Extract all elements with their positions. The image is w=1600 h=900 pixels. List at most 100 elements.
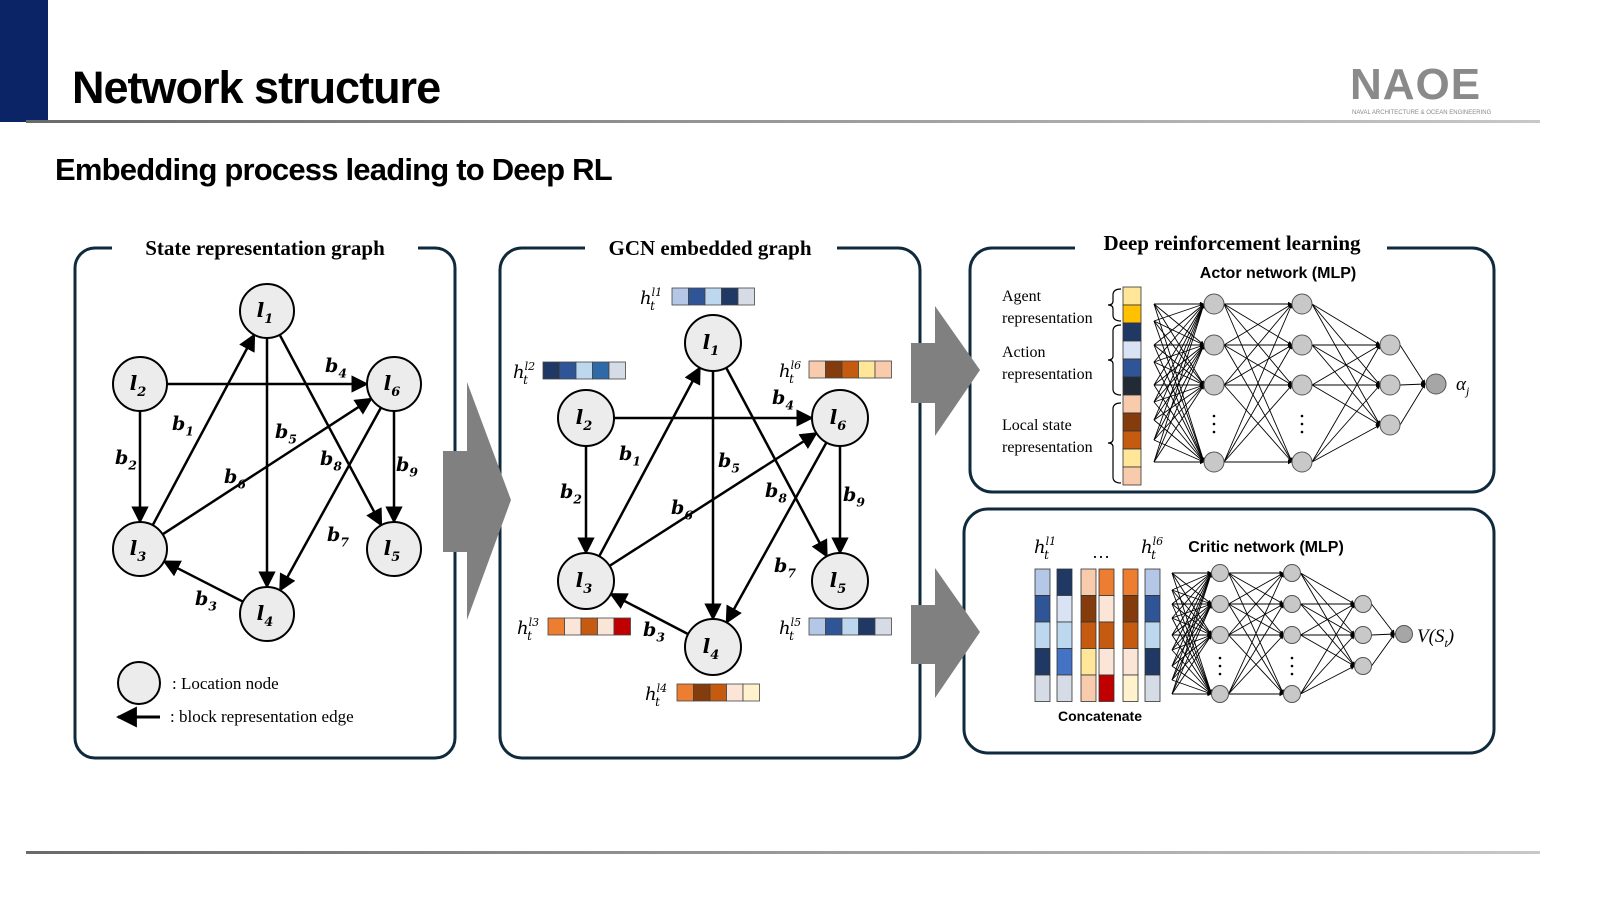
neuron: [1203, 374, 1225, 396]
connection: [1300, 634, 1355, 695]
neuron: [1379, 334, 1401, 356]
neuron: [1354, 595, 1372, 613]
state-edge-b1: [151, 333, 256, 526]
concat-cell: [1144, 621, 1161, 649]
neuron: [1291, 374, 1313, 396]
legend-node-icon: [117, 661, 161, 705]
embedding-l2-cell: [575, 361, 593, 380]
connection: [1171, 679, 1212, 695]
page-title: Network structure: [72, 62, 441, 113]
concat-cell: [1056, 621, 1073, 649]
gcn-node-label-l6: l6: [830, 405, 847, 434]
concat-column: [1056, 568, 1073, 702]
neuron: [1203, 451, 1225, 473]
connection: [1223, 344, 1293, 386]
connection: [1223, 384, 1293, 463]
actor-input-cell: [1122, 466, 1142, 486]
embedding-l4-cell: [693, 683, 711, 702]
connection: [1228, 572, 1284, 605]
section-subtitle: Embedding process leading to Deep RL: [55, 152, 613, 187]
state-node-l6: [366, 356, 422, 412]
neuron: [1354, 626, 1372, 644]
embedding-l6-cell: [825, 360, 843, 379]
actor-output-label: αj: [1456, 374, 1470, 398]
connection: [1311, 344, 1381, 386]
gcn-graph-title: GCN embedded graph: [608, 236, 811, 260]
connection: [1228, 634, 1284, 695]
critic-output-label: V(St): [1417, 626, 1454, 650]
connection: [1300, 572, 1355, 605]
concat-cell: [1034, 595, 1051, 623]
connection: [1311, 303, 1381, 386]
gcn-edge-b6: [608, 432, 818, 567]
concat-cell: [1098, 621, 1115, 649]
actor-input-cell: [1122, 340, 1142, 360]
connection: [1171, 603, 1212, 667]
connection: [1153, 303, 1205, 403]
concat-label: Concatenate: [1058, 708, 1142, 724]
actor-input-cell: [1122, 286, 1142, 306]
connection: [1223, 344, 1293, 463]
concat-column: [1144, 568, 1161, 702]
output-neuron: [1425, 373, 1447, 395]
ellipsis-dot: [1212, 430, 1216, 434]
connection: [1228, 572, 1284, 695]
bracket-icon: [1107, 324, 1122, 396]
embedding-l3-cell: [597, 617, 615, 636]
state-node-l2: [112, 356, 168, 412]
concat-cell: [1144, 595, 1161, 623]
ellipsis-dot: [1212, 422, 1216, 426]
connection: [1171, 603, 1212, 695]
connection: [1171, 665, 1212, 695]
embedding-l5-cell: [841, 617, 859, 636]
legend-node-label: : Location node: [172, 674, 279, 693]
state-node-label-l1: l1: [257, 298, 274, 327]
state-node-l3: [112, 521, 168, 577]
legend-edge-label: : block representation edge: [170, 707, 354, 726]
gcn-edge-label-b6: b6: [671, 497, 693, 523]
neuron: [1203, 293, 1225, 315]
concat-cell: [1144, 568, 1161, 596]
neuron: [1283, 564, 1301, 582]
connection: [1153, 303, 1205, 463]
connection: [1311, 344, 1381, 463]
embedding-l1-cell: [671, 287, 689, 306]
connection: [1153, 384, 1205, 463]
connection: [1300, 634, 1355, 667]
ellipsis-dot: [1218, 672, 1222, 676]
connection: [1171, 572, 1212, 591]
connection: [1371, 603, 1395, 635]
gcn-node-l2: [557, 389, 615, 447]
neuron: [1291, 451, 1313, 473]
neuron: [1283, 595, 1301, 613]
concat-cell: [1080, 595, 1097, 623]
concat-cell: [1034, 648, 1051, 676]
gcn-node-label-l1: l1: [703, 330, 720, 359]
concat-cell: [1122, 621, 1139, 649]
concat-cell: [1080, 568, 1097, 596]
connection: [1300, 665, 1355, 695]
state-node-label-l4: l4: [257, 601, 274, 630]
neuron: [1211, 564, 1229, 582]
connection: [1171, 589, 1212, 605]
connection: [1399, 383, 1426, 426]
connection: [1171, 634, 1212, 695]
state-edge-label-b8: b8: [320, 448, 342, 474]
connection: [1223, 303, 1293, 463]
critic-mlp-neurons: [1211, 564, 1413, 703]
state-edge-b6: [161, 397, 373, 536]
actor-mlp-connections: [1153, 301, 1426, 465]
connection: [1228, 572, 1284, 636]
gcn-edge-label-b4: b4: [772, 387, 794, 413]
state-node-label-l2: l2: [130, 371, 147, 400]
connection: [1153, 384, 1205, 441]
concat-cell: [1122, 648, 1139, 676]
header-accent-bar: [0, 0, 48, 122]
